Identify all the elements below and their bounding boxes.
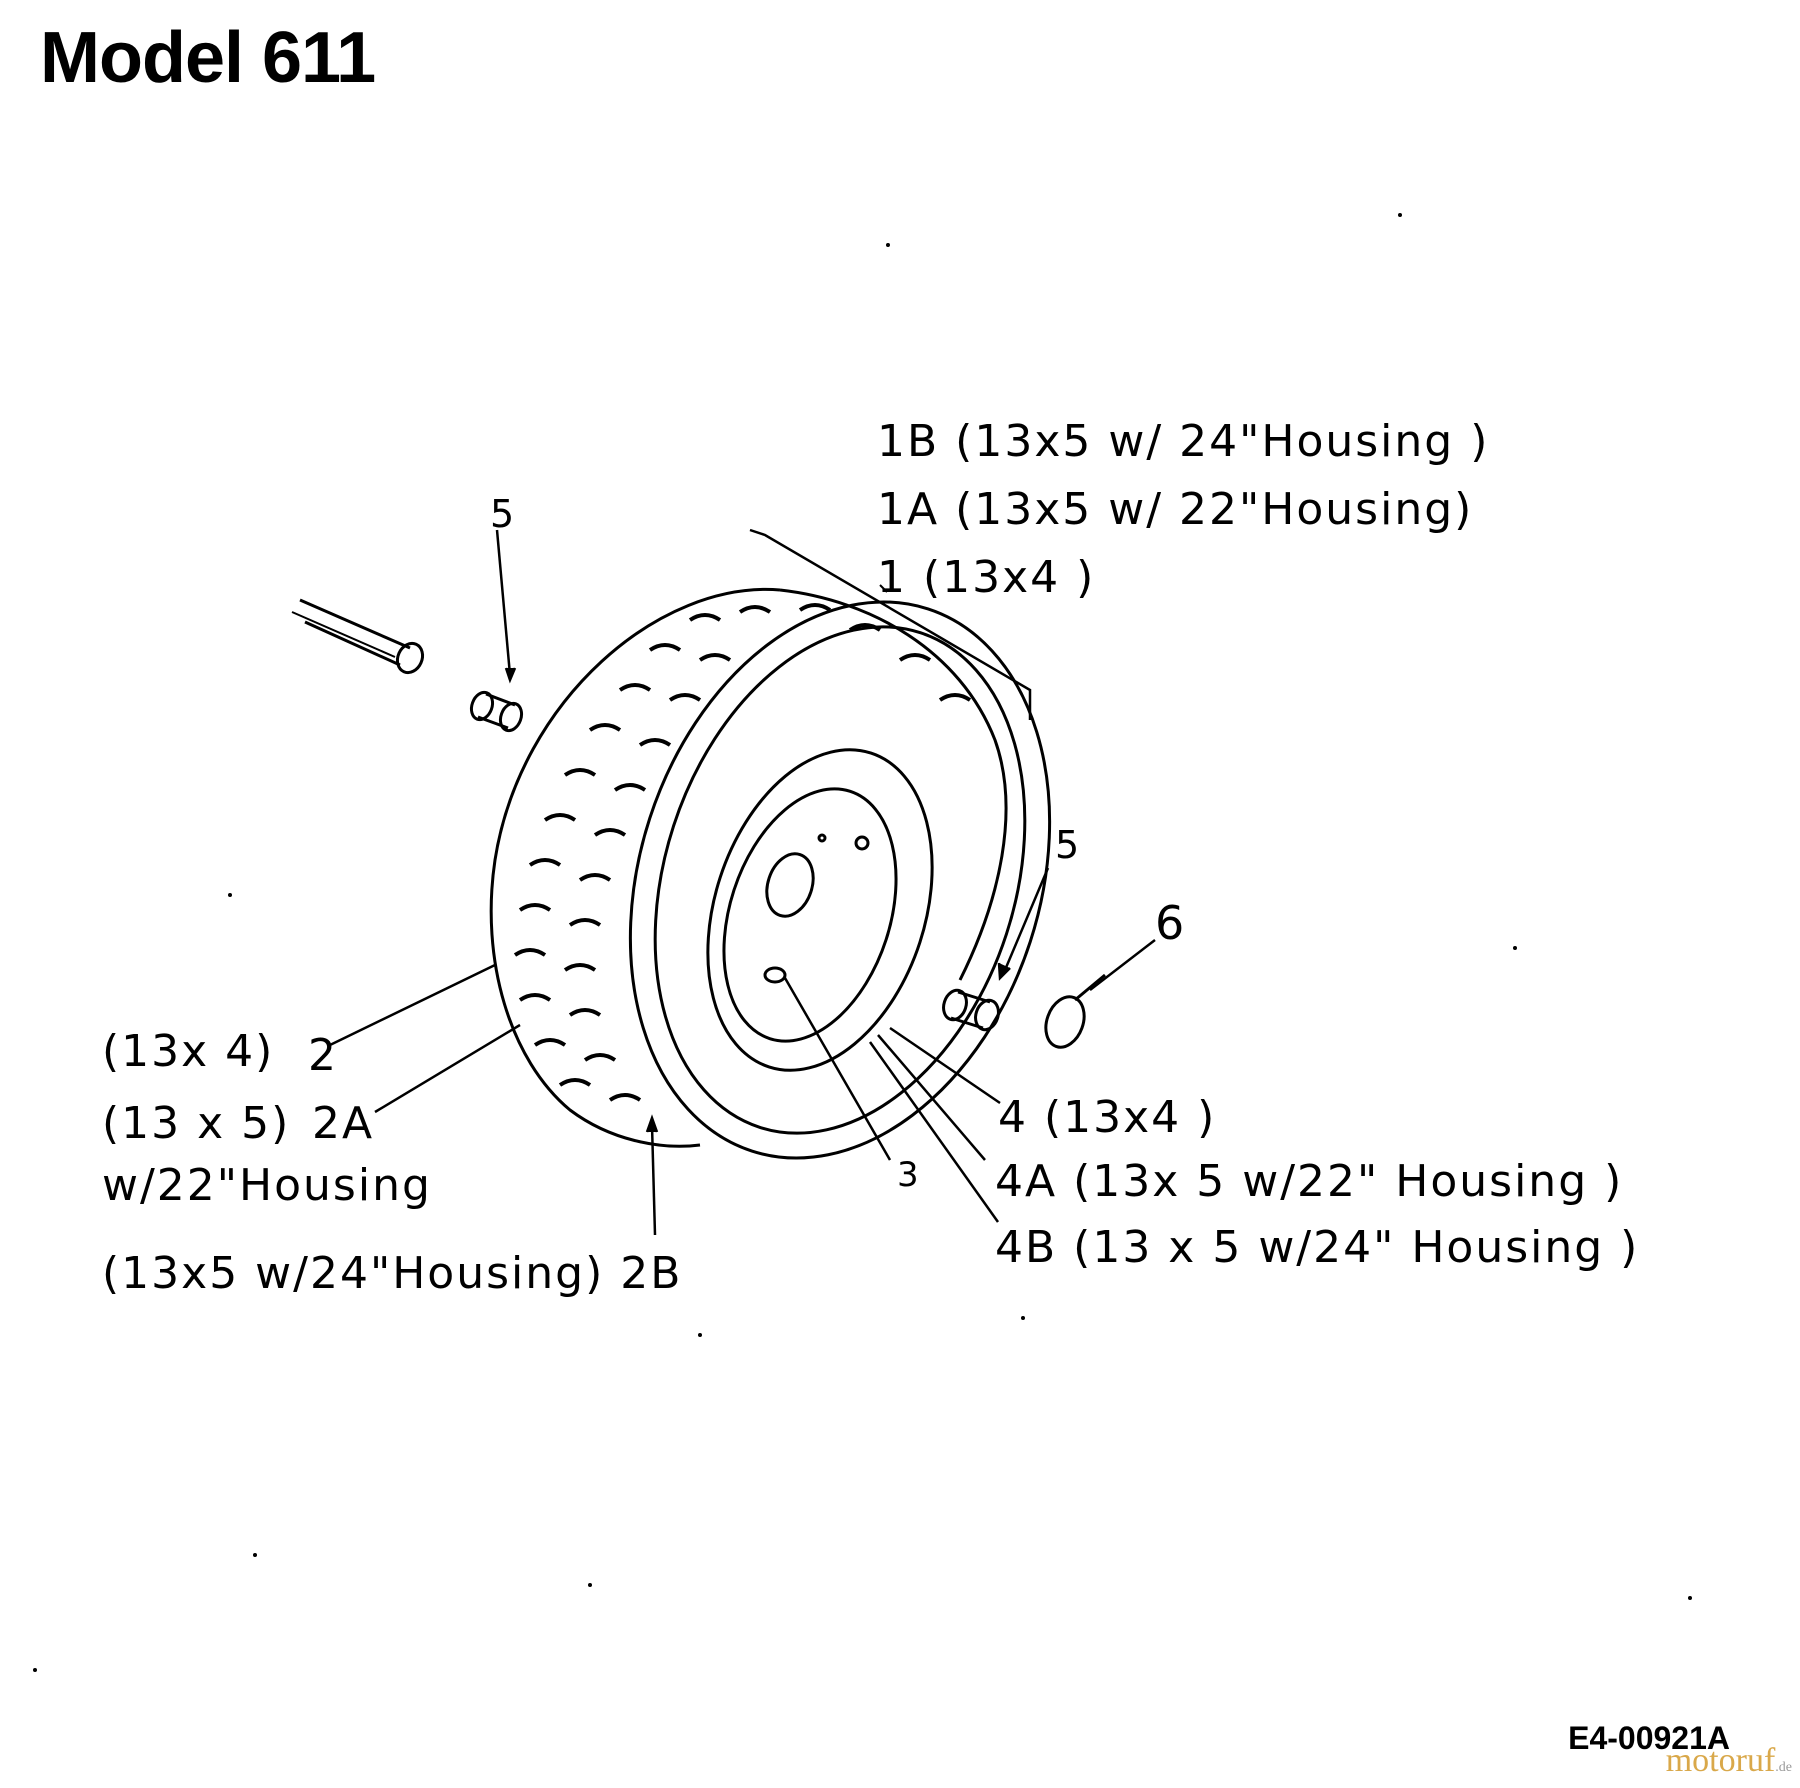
label-part-4A: 4A (13x 5 w/22" Housing ): [995, 1156, 1624, 1207]
tire: [489, 587, 1052, 1160]
label-part-2B: (13x5 w/24"Housing) 2B: [102, 1248, 683, 1299]
label-part-1: 1 (13x4 ): [877, 552, 1096, 603]
hairpin-clip: [1044, 973, 1106, 1049]
label-part-6: 6: [1155, 896, 1187, 950]
label-part-5-right: 5: [1055, 823, 1082, 867]
label-part-4B: 4B (13 x 5 w/24" Housing ): [995, 1222, 1640, 1273]
label-part-1A: 1A (13x5 w/ 22"Housing): [877, 484, 1474, 535]
label-part-2A: 2A: [312, 1098, 375, 1149]
spacer-bushing-left: [469, 690, 524, 733]
label-part-3: 3: [897, 1155, 921, 1195]
drawing-code: E4-00921A: [1568, 1720, 1730, 1756]
label-part-4: 4 (13x4 ): [998, 1092, 1217, 1143]
wheel-rim: [706, 748, 934, 1072]
axle-shaft: [291, 598, 425, 675]
leader-lines: [329, 529, 1156, 1236]
label-part-2A-note: w/22"Housing: [102, 1160, 432, 1211]
diagram-title: Model 611: [40, 18, 376, 98]
label-part-2: 2: [308, 1030, 338, 1081]
label-part-5-left: 5: [490, 492, 517, 536]
label-part-2-size: (13x 4): [102, 1026, 275, 1077]
label-part-1B: 1B (13x5 w/ 24"Housing ): [877, 416, 1490, 467]
watermark-logo: motoruf.de: [1665, 1742, 1792, 1779]
bracket-part-1: [749, 528, 1032, 720]
label-part-2A-size: (13 x 5): [102, 1098, 291, 1149]
